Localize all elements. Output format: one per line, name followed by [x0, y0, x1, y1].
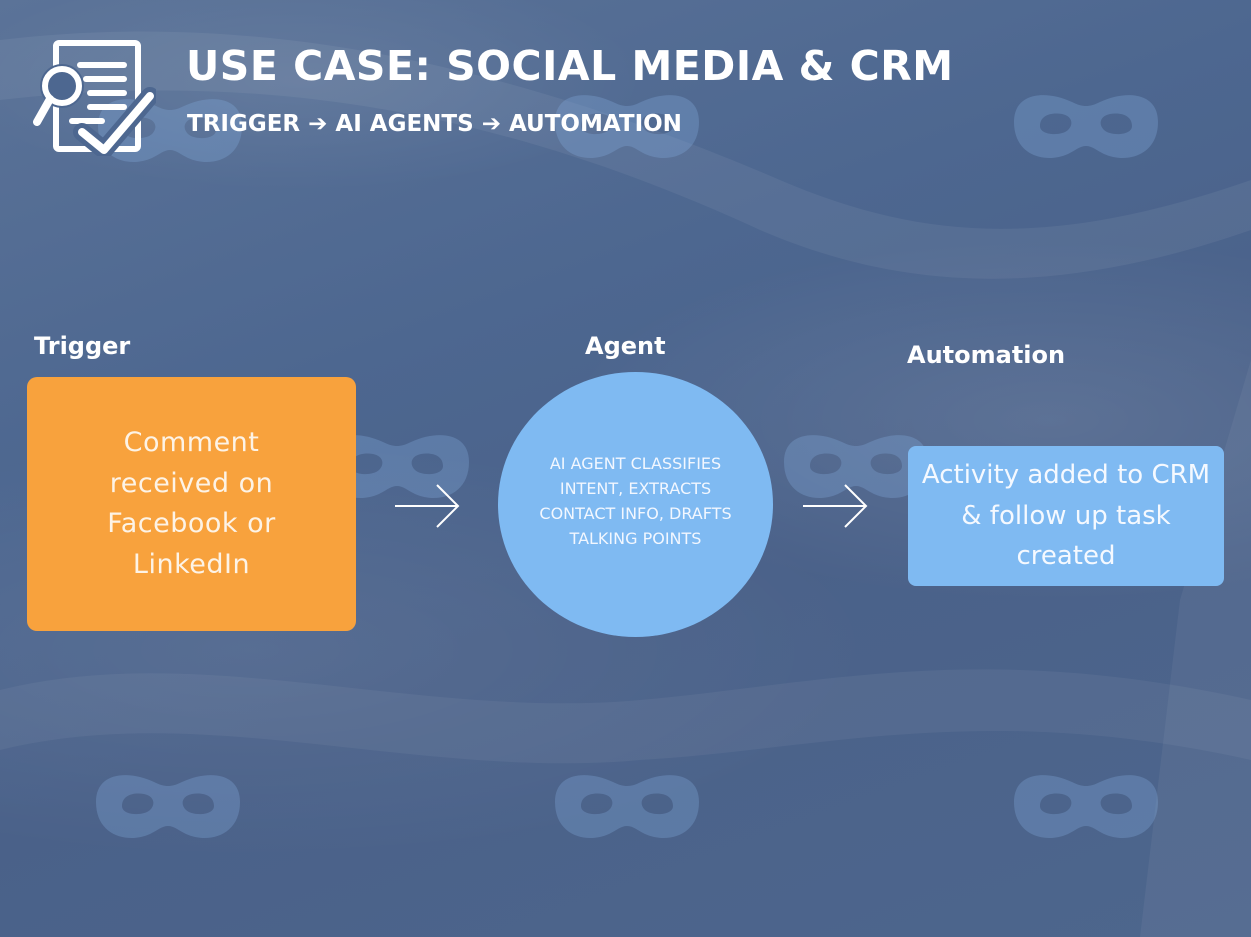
trigger-box: Comment received on Facebook or LinkedIn	[27, 377, 356, 631]
trigger-text: Comment received on Facebook or LinkedIn	[107, 427, 276, 580]
arrow-right-icon	[803, 484, 868, 528]
automation-label: Automation	[907, 341, 1066, 369]
arrow-right-icon	[395, 484, 460, 528]
mask-icon	[96, 775, 240, 839]
agent-label: Agent	[585, 332, 666, 360]
automation-text: Activity added to CRM & follow up task c…	[921, 460, 1211, 572]
document-search-check-icon	[33, 40, 156, 156]
mask-icon	[1014, 775, 1158, 839]
mask-icon	[1014, 95, 1158, 159]
trigger-label: Trigger	[34, 332, 131, 360]
agent-text: AI AGENT CLASSIFIES INTENT, EXTRACTS CON…	[539, 453, 732, 548]
agent-circle: AI AGENT CLASSIFIES INTENT, EXTRACTS CON…	[498, 372, 773, 637]
automation-box: Activity added to CRM & follow up task c…	[908, 446, 1224, 586]
page-subtitle: TRIGGER ➔ AI AGENTS ➔ AUTOMATION	[187, 111, 682, 137]
mask-icon	[555, 775, 699, 839]
page-title: USE CASE: SOCIAL MEDIA & CRM	[186, 42, 954, 90]
